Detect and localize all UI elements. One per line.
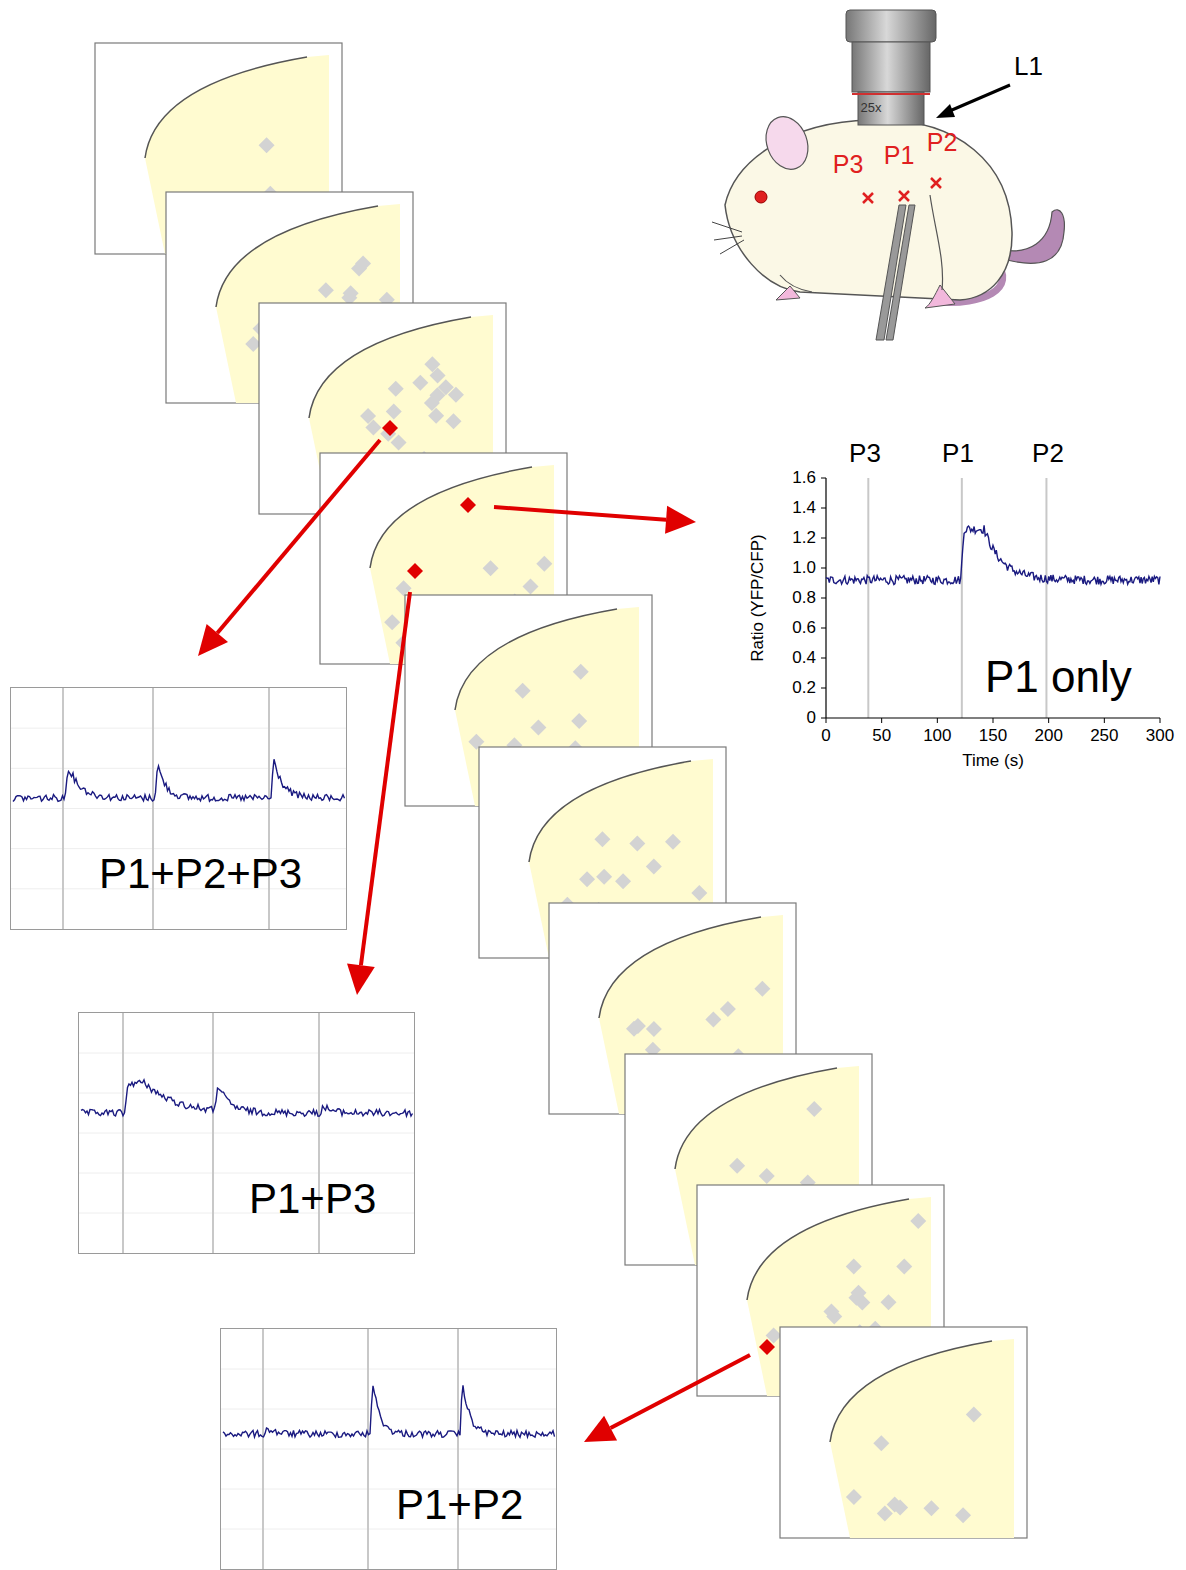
tick-label: 0.2 — [792, 679, 816, 696]
stimulus-label: P2 — [1032, 440, 1064, 466]
tick-label: 1.2 — [792, 529, 816, 546]
tick-label: 250 — [1090, 727, 1118, 744]
objective-label: 25x — [861, 101, 882, 114]
tick-label: 0 — [821, 727, 830, 744]
tick-label: 100 — [923, 727, 951, 744]
panel-label: P1+P2 — [396, 1484, 523, 1526]
panel-label: P1+P2+P3 — [99, 853, 302, 895]
tick-label: 0.8 — [792, 589, 816, 606]
tick-label: 1.0 — [792, 559, 816, 576]
callout-label: L1 — [1014, 53, 1043, 79]
stimulus-label: P1 — [942, 440, 974, 466]
red-diamond — [407, 563, 423, 579]
tick-label: 200 — [1034, 727, 1062, 744]
mouse-illustration — [712, 10, 1064, 340]
position-label: P1 — [884, 143, 915, 168]
trace-panel: P1+P2 — [220, 1328, 557, 1570]
red-diamond — [382, 420, 398, 436]
axis-title: Time (s) — [962, 752, 1024, 769]
red-arrows — [198, 440, 750, 1442]
panel-label: P1 only — [985, 655, 1132, 699]
tick-label: 50 — [872, 727, 891, 744]
tick-label: 1.4 — [792, 499, 816, 516]
red-diamond — [759, 1339, 775, 1355]
position-label: P3 — [833, 152, 864, 177]
tick-label: 0.6 — [792, 619, 816, 636]
axis-title: Ratio (YFP/CFP) — [749, 534, 766, 662]
tick-label: 0 — [807, 709, 816, 726]
stimulus-label: P3 — [849, 440, 881, 466]
tick-label: 1.6 — [792, 469, 816, 486]
chart-plot: P1 only — [826, 478, 1160, 718]
red-diamond — [460, 497, 476, 513]
panel-label: P1+P3 — [249, 1178, 376, 1220]
slice-panel — [780, 1327, 1027, 1538]
position-label: P2 — [927, 130, 958, 155]
trace-panel: P1+P2+P3 — [10, 687, 347, 930]
tick-label: 0.4 — [792, 649, 816, 666]
tick-label: 150 — [979, 727, 1007, 744]
trace-plot — [221, 1329, 558, 1570]
tick-label: 300 — [1146, 727, 1174, 744]
trace-panel: P1+P3 — [78, 1012, 415, 1254]
